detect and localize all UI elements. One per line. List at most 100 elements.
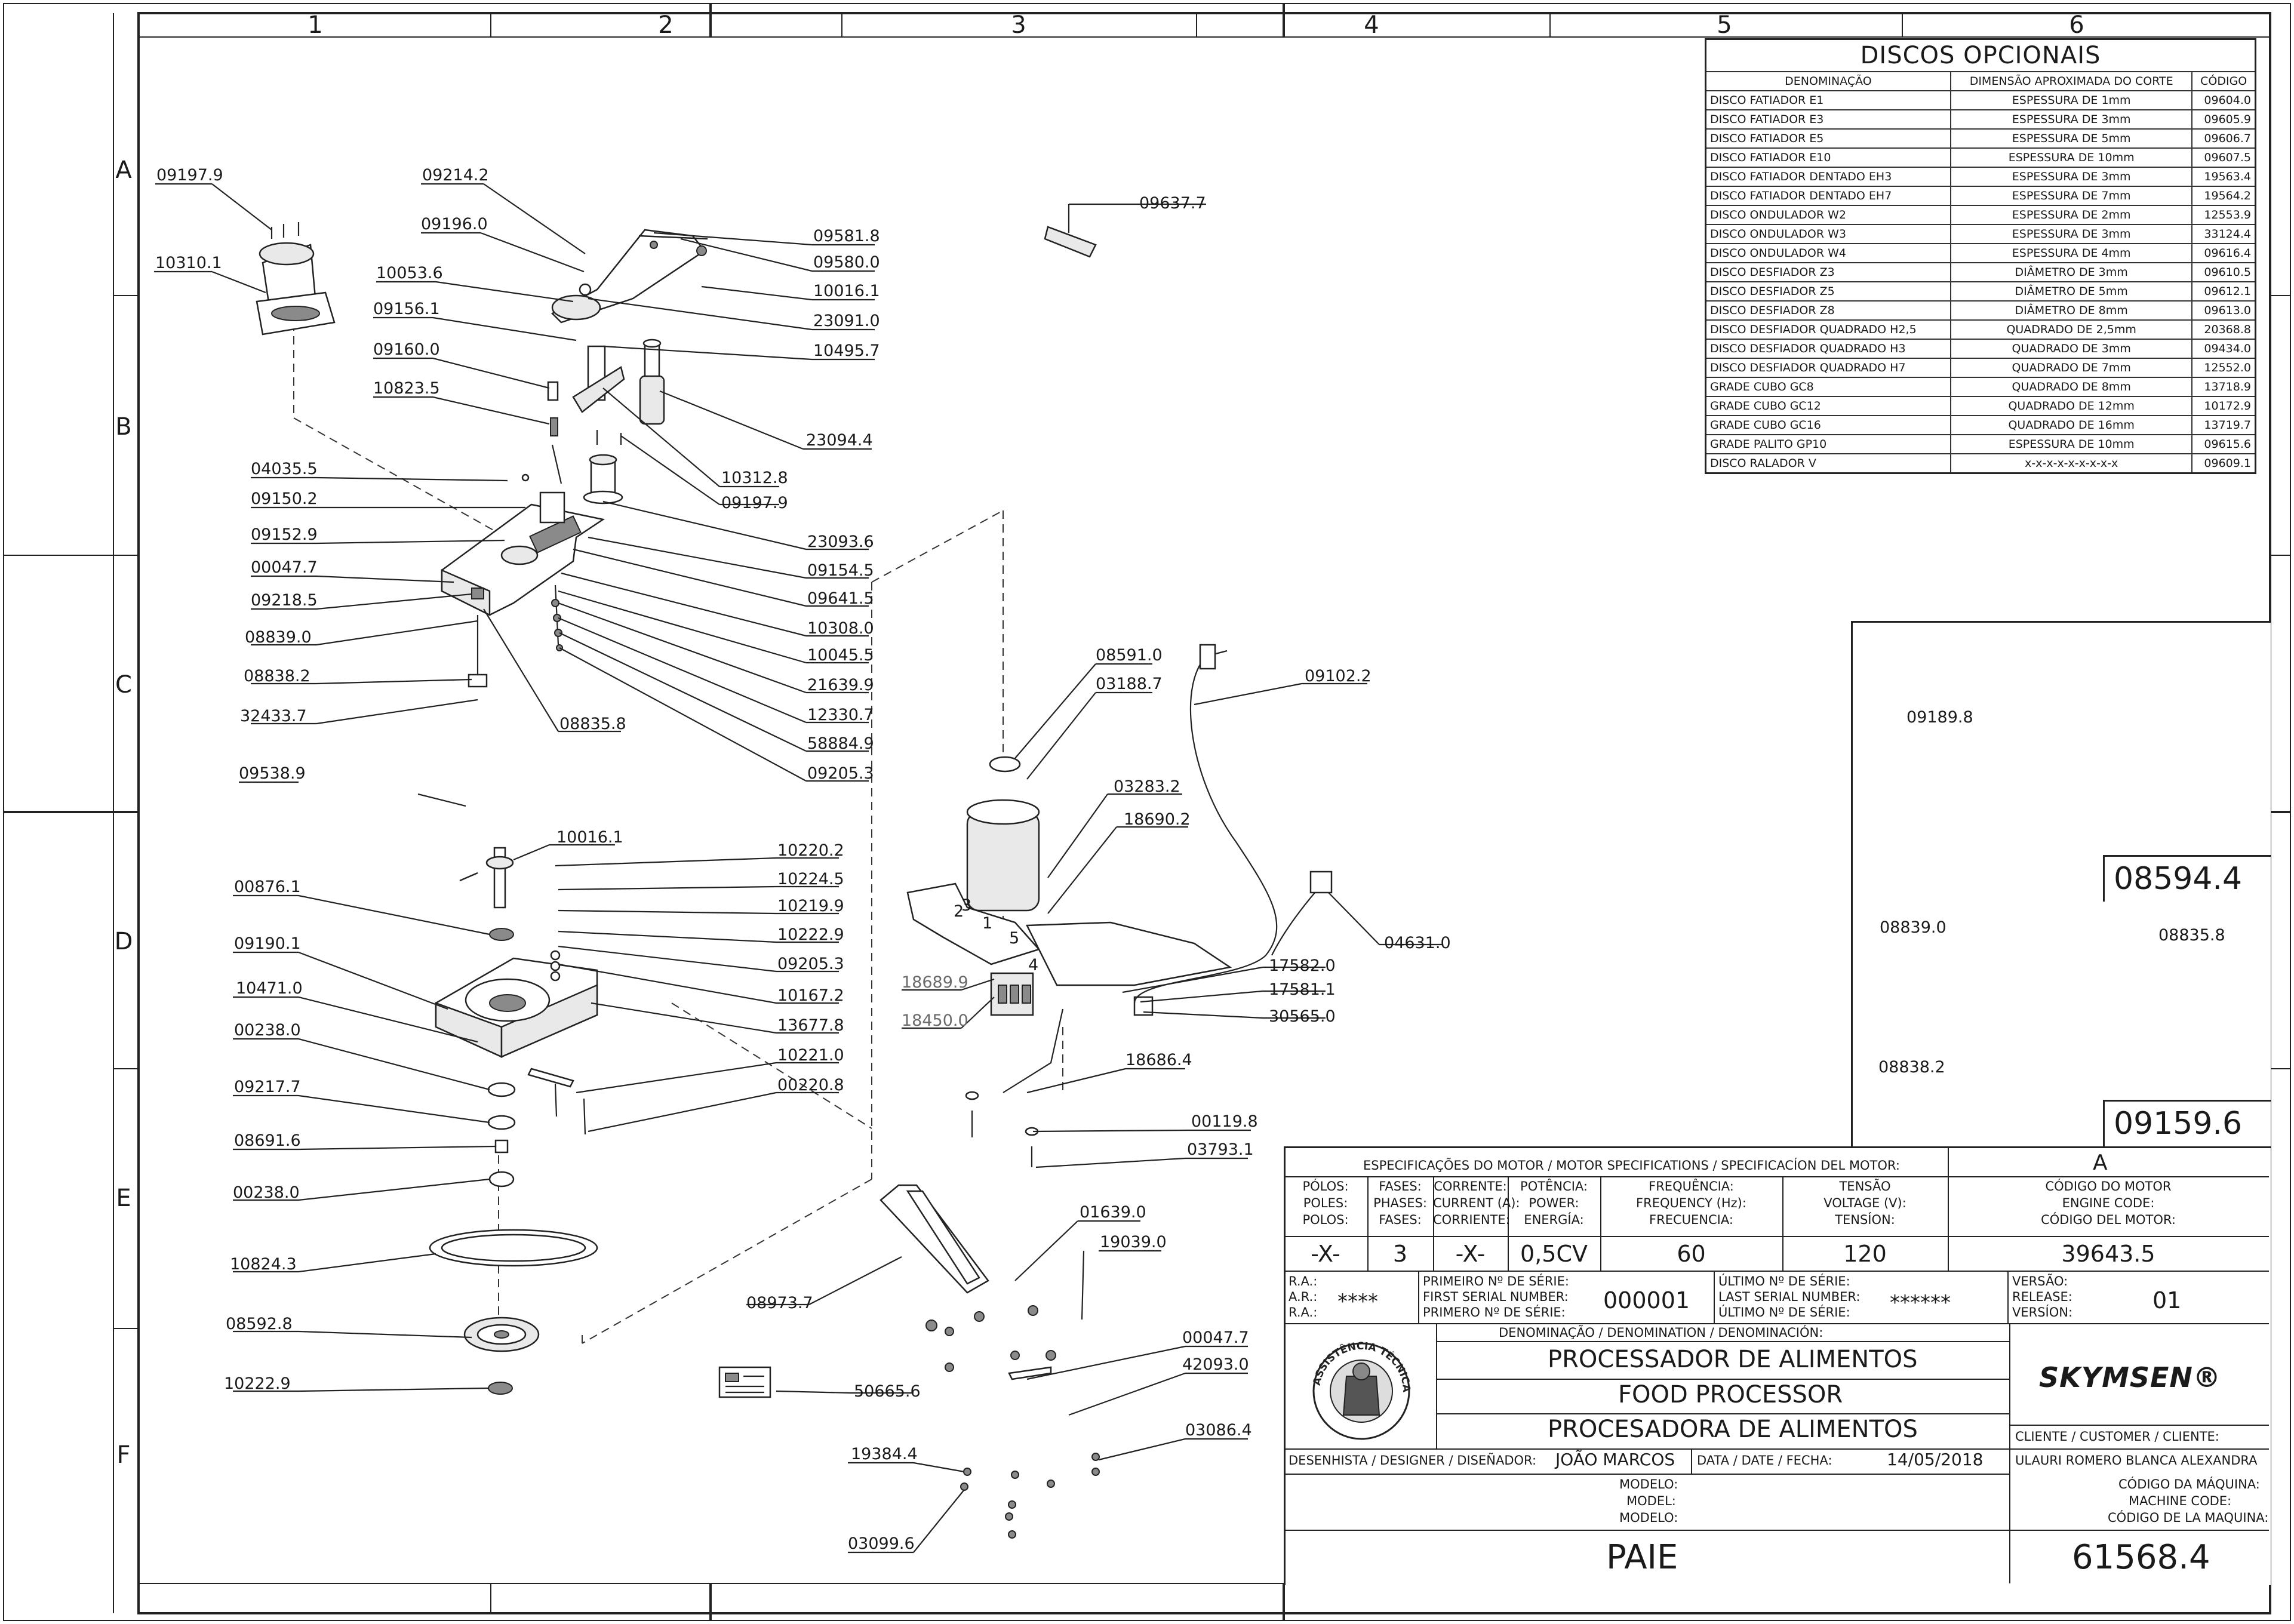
wire-number: 1 [982,914,992,933]
disc-dimension: DIÂMETRO DE 3mm [1949,262,2193,282]
version-label-1: VERSÃO: [2012,1274,2068,1288]
authorized-service-seal: ASSISTÊNCIA TÉCNICA AUTORIZADA [1296,1334,1412,1440]
disc-code: 10172.9 [2191,396,2256,416]
small-parts-mid [527,1068,586,1135]
callout-00238.0b: 00238.0 [233,1183,300,1202]
disc-code: 09610.5 [2191,262,2256,282]
spec-value: 120 [1843,1241,1887,1267]
client-value: ULAURI ROMERO BLANCA ALEXANDRA [2015,1453,2258,1468]
spec-header: TENSÍON: [1835,1213,1895,1227]
date-label: DATA / DATE / FECHA: [1697,1453,1832,1468]
disc-code: 33124.4 [2191,224,2256,244]
first-serial-label-3: PRIMERO Nº DE SÉRIE: [1423,1305,1566,1320]
last-serial-label-1: ÚLTIMO Nº DE SÉRIE: [1718,1274,1850,1288]
grid-row-C: C [115,671,132,699]
grid-row-E: E [116,1185,131,1212]
callout-00047.7b: 00047.7 [1182,1328,1249,1347]
callout-09160.0: 09160.0 [373,340,440,359]
callout-10823.5: 10823.5 [373,379,440,398]
base-housing-part [435,950,598,1058]
name-en: FOOD PROCESSOR [1618,1381,1843,1408]
callout-09156.1: 09156.1 [373,300,440,318]
callout-03793.1: 03793.1 [1187,1140,1254,1159]
spec-header: CORRIENTE: [1433,1213,1510,1227]
callout-10221.0: 10221.0 [777,1046,844,1065]
lid-lever-part [551,229,708,324]
grid-row-F: F [116,1441,130,1469]
spec-value: 0,5CV [1520,1241,1588,1267]
disc-name: DISCO FATIADOR DENTADO EH7 [1705,186,1951,206]
model-label-3: MODELO: [1619,1511,1678,1525]
callout-00047.7: 00047.7 [251,558,318,577]
disc-code: 09605.9 [2191,109,2256,130]
spec-header: CÓDIGO DO MOTOR [2045,1179,2172,1194]
label-plate-part [1044,226,1097,258]
disc-dimension: DIÂMETRO DE 8mm [1949,300,2193,321]
wire-number: 3 [961,896,971,915]
spec-value: 3 [1392,1241,1408,1267]
callout-50665.6: 50665.6 [854,1382,921,1401]
disc-dimension: ESPESSURA DE 10mm [1949,147,2193,168]
callout-09580.0: 09580.0 [813,253,880,272]
grid-col-4: 4 [1364,11,1379,39]
disc-code: 20368.8 [2191,319,2256,340]
disc-dimension: ESPESSURA DE 1mm [1949,90,2193,110]
callout-17581.1: 17581.1 [1269,980,1336,999]
callout-19039.0: 19039.0 [1100,1233,1167,1251]
disc-code: 13718.9 [2191,377,2256,397]
callout-09196.0: 09196.0 [421,215,488,233]
spec-header: FRECUENCIA: [1649,1213,1733,1227]
disc-code: 09613.0 [2191,300,2256,321]
disc-name: DISCO FATIADOR E3 [1705,109,1951,130]
disc-code: 09434.0 [2191,339,2256,359]
disc-code: 09612.1 [2191,281,2256,302]
disc-dimension: QUADRADO DE 7mm [1949,358,2193,378]
spec-value: 39643.5 [2061,1241,2155,1267]
callout-08591.0: 08591.0 [1096,646,1163,665]
denomination-title: DENOMINAÇÃO / DENOMINATION / DENOMINACIÓ… [1499,1325,1823,1340]
disc-name: DISCO ONDULADOR W4 [1705,243,1951,263]
callout-08973.7: 08973.7 [746,1294,813,1312]
last-serial-label-3: ÚLTIMO Nº DE SÉRIE: [1718,1305,1850,1320]
grid-row-B: B [115,413,131,441]
disc-code: 19563.4 [2191,167,2256,187]
callout-10495.7: 10495.7 [813,342,880,360]
assembly-dashed-lines [293,322,1063,1344]
disc-name: DISCO DESFIADOR QUADRADO H2,5 [1705,319,1951,340]
callout-00876.1: 00876.1 [234,878,301,896]
spec-header: ENERGÍA: [1524,1213,1584,1227]
disc-dimension: ESPESSURA DE 3mm [1949,167,2193,187]
callout-10824.3: 10824.3 [230,1255,297,1274]
callout-32433.7: 32433.7 [240,707,307,725]
disc-name: DISCO FATIADOR E5 [1705,128,1951,149]
disc-name: GRADE CUBO GC8 [1705,377,1951,397]
spec-header: CÓDIGO DEL MOTOR: [2041,1213,2176,1227]
callout-03283.2: 03283.2 [1114,777,1180,796]
grid-row-D: D [115,928,133,955]
belt-part [429,1229,598,1267]
version-label-3: VERSÍON: [2012,1305,2073,1320]
callout-00119.8: 00119.8 [1191,1112,1258,1131]
version-value: 01 [2152,1287,2182,1314]
detail-b-code: 09159.6 [2114,1106,2243,1142]
model-label-1: MODELO: [1619,1477,1678,1491]
disc-dimension: QUADRADO DE 16mm [1949,415,2193,435]
model-label-2: MODEL: [1626,1494,1676,1508]
callout-10053.6: 10053.6 [376,264,443,282]
disc-code: 09616.4 [2191,243,2256,263]
callout-09205.3: 09205.3 [807,764,874,783]
detail-b-code-box [2103,1100,2271,1148]
disc-dimension: QUADRADO DE 12mm [1949,396,2193,416]
callout-12330.7: 12330.7 [807,706,874,724]
version-label-2: RELEASE: [2012,1290,2072,1304]
spring-pin-parts [547,381,622,484]
